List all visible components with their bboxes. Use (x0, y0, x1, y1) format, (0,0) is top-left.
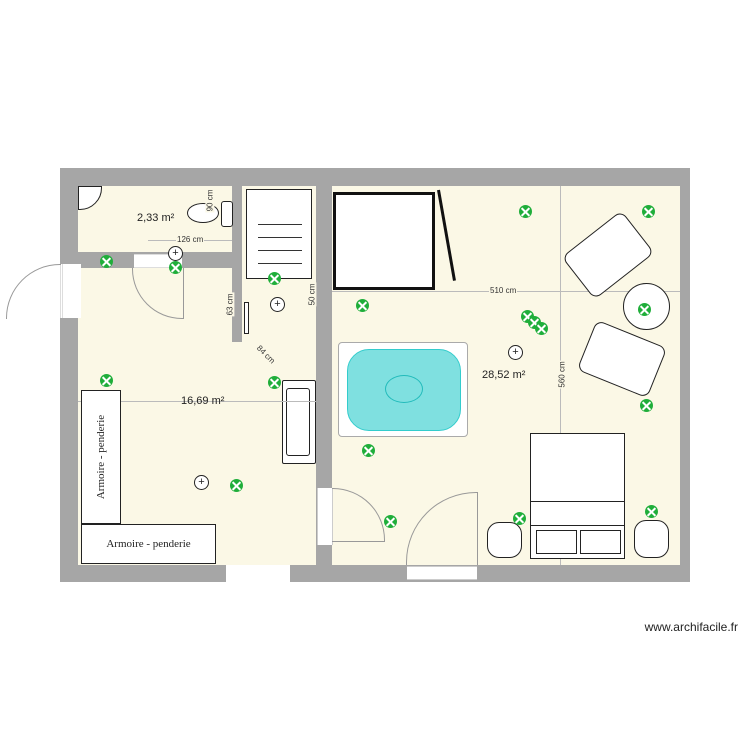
left-room-line (78, 401, 316, 402)
entry-door-swing (6, 264, 61, 319)
light-marker-icon (638, 303, 651, 316)
light-marker-icon (100, 255, 113, 268)
shower-partition-h (232, 252, 242, 268)
shower-side-dim: 50 cm (307, 282, 317, 307)
light-marker-icon (230, 479, 243, 492)
sauna-cabin (333, 192, 435, 290)
nightstand-right (634, 520, 669, 558)
main-room-area-label: 28,52 m² (482, 369, 526, 381)
main-width-dim: 510 cm (489, 286, 518, 295)
bed-drawer-left (536, 530, 577, 554)
central-partition-low (316, 545, 332, 565)
light-marker-icon (362, 444, 375, 457)
wardrobe-horizontal: Armoire - penderie (81, 524, 216, 564)
main-height-dim: 560 cm (557, 360, 567, 389)
wc-width-dim: 126 cm (176, 235, 205, 244)
wc-area-label: 2,33 m² (137, 212, 175, 224)
light-marker-icon (100, 374, 113, 387)
light-marker-icon (640, 399, 653, 412)
light-marker-icon (535, 322, 548, 335)
light-marker-icon (268, 272, 281, 285)
main-door-opening[interactable] (407, 566, 477, 580)
outlet-icon: + (270, 297, 285, 312)
central-partition (316, 186, 332, 488)
wc-toilet-dim: 90 cm (205, 188, 215, 213)
light-marker-icon (356, 299, 369, 312)
towel-rail (244, 302, 249, 334)
corridor-floor (242, 342, 316, 382)
outlet-icon: + (508, 345, 523, 360)
light-marker-icon (642, 205, 655, 218)
light-marker-icon (169, 261, 182, 274)
spa-basin (347, 349, 461, 431)
light-marker-icon (645, 505, 658, 518)
side-table (623, 283, 670, 330)
spa-center (385, 375, 423, 403)
left-room-area-label: 16,69 m² (181, 395, 225, 407)
archifacile-credit: www.archifacile.fr (644, 620, 738, 634)
light-marker-icon (268, 376, 281, 389)
entry-door-opening[interactable] (60, 264, 81, 318)
bed-drawer-right (580, 530, 621, 554)
light-marker-icon (513, 512, 526, 525)
inner-door-opening[interactable] (317, 488, 333, 545)
wardrobe-horizontal-label: Armoire - penderie (106, 538, 191, 550)
wardrobe-vertical: Armoire - penderie (81, 390, 121, 524)
toilet-tank (221, 201, 233, 227)
shower-lines (258, 212, 302, 268)
wardrobe-vertical-label: Armoire - penderie (95, 414, 108, 500)
washbasin-bowl (286, 388, 310, 456)
light-marker-icon (384, 515, 397, 528)
bed-line (531, 501, 624, 502)
outlet-icon: + (168, 246, 183, 261)
nightstand-left (487, 522, 522, 558)
bottom-window (226, 565, 290, 582)
outlet-icon: + (194, 475, 209, 490)
bed-line-2 (531, 525, 624, 526)
spa-jacuzzi (338, 342, 468, 437)
light-marker-icon (519, 205, 532, 218)
partition-dim: 63 cm (225, 292, 235, 317)
